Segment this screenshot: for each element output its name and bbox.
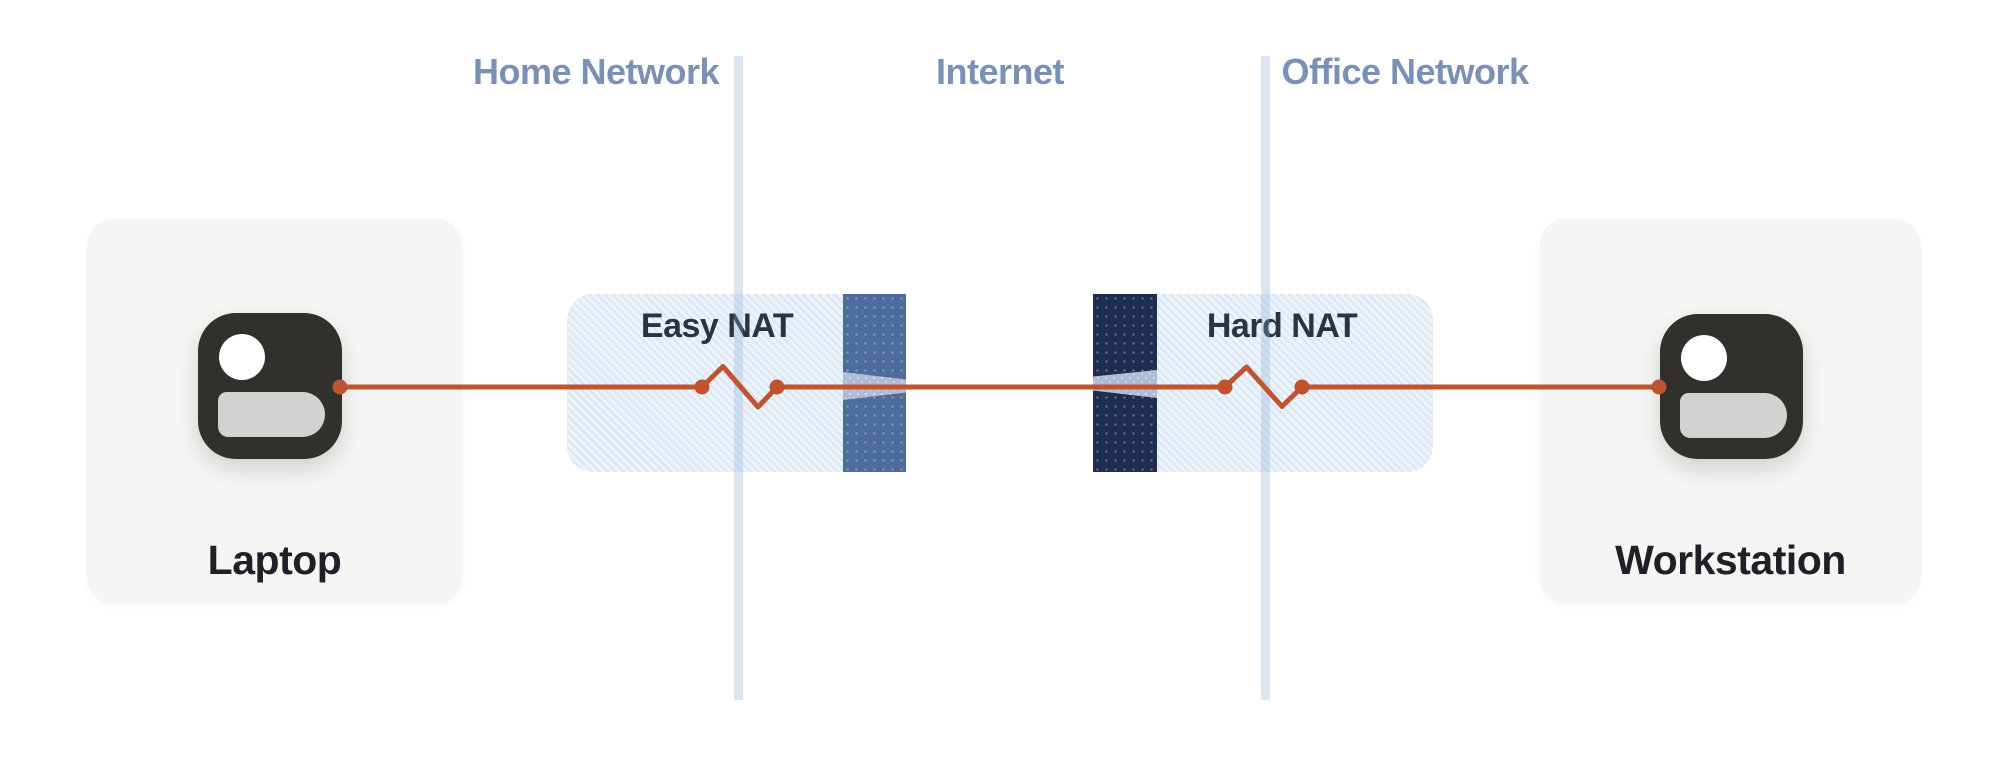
device-icon-bar (1680, 393, 1787, 438)
easy-nat-label: Easy NAT (640, 307, 794, 345)
device-icon-circle (1681, 335, 1727, 381)
device-icon-bar (218, 392, 325, 437)
connection-wire (340, 364, 1659, 410)
laptop-card: Laptop (87, 219, 462, 604)
hard-nat-label: Hard NAT (1206, 307, 1358, 345)
laptop-device-icon (198, 313, 342, 459)
device-icon-circle (219, 334, 265, 380)
hard-nat-firewall-bar (1093, 294, 1157, 472)
workstation-card: Workstation (1540, 219, 1921, 604)
easy-nat-firewall-bar (843, 294, 906, 472)
boundary-divider-home-internet (734, 56, 743, 700)
section-label-office-network: Office Network (1281, 51, 1529, 92)
workstation-device-icon (1660, 314, 1803, 459)
section-label-internet: Internet (935, 51, 1065, 92)
laptop-label: Laptop (207, 537, 342, 583)
boundary-divider-internet-office (1261, 56, 1270, 700)
section-label-home-network: Home Network (472, 51, 720, 92)
workstation-label: Workstation (1615, 537, 1846, 583)
